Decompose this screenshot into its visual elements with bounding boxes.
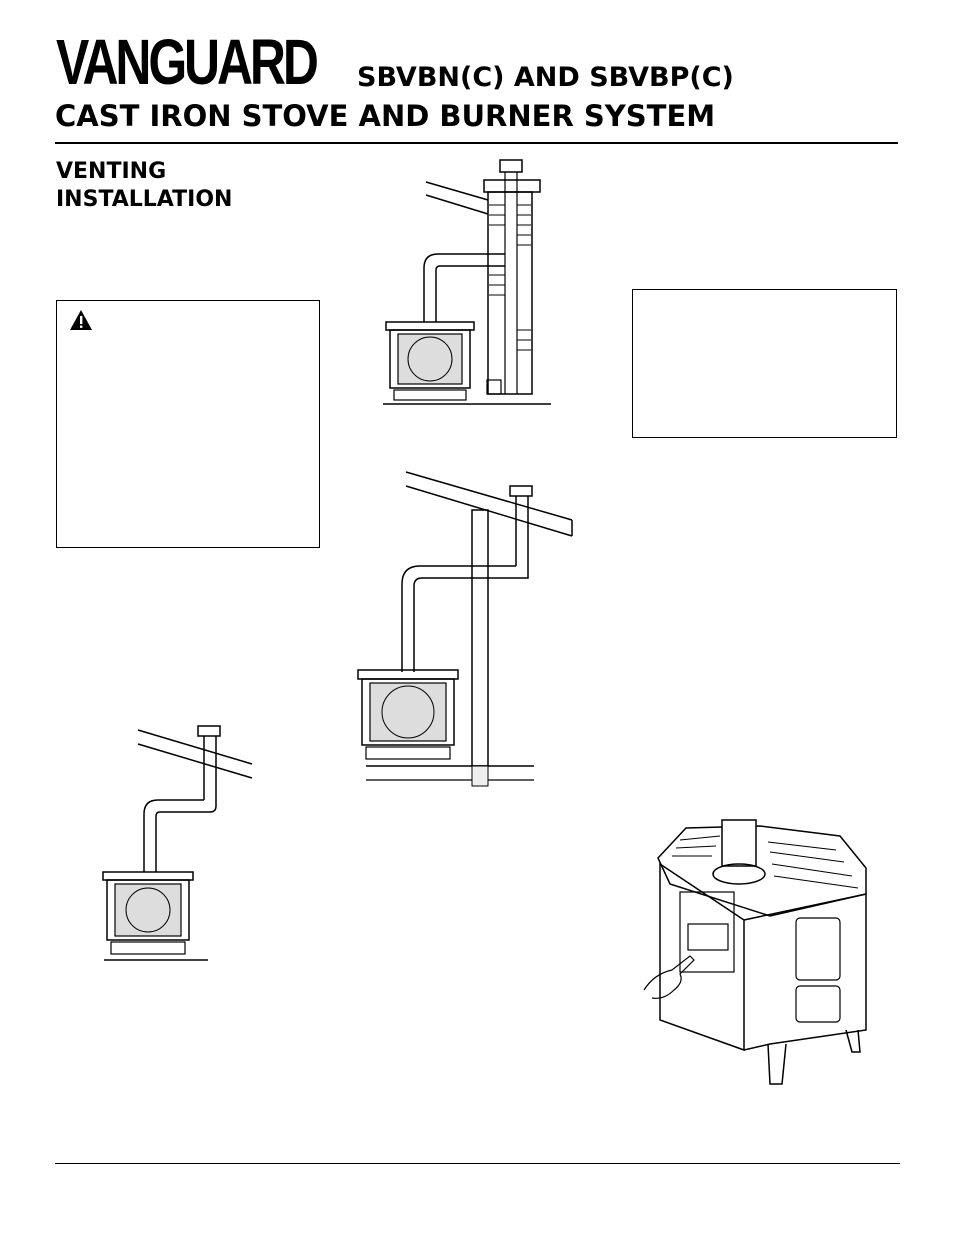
- warning-box: [56, 300, 320, 548]
- section-title-line2: INSTALLATION: [56, 187, 233, 212]
- footer-rule: [55, 1163, 900, 1164]
- product-subtitle: CAST IRON STOVE AND BURNER SYSTEM: [55, 99, 716, 133]
- brand-logo: VANGUARD: [56, 26, 319, 98]
- warning-triangle-icon: [70, 310, 92, 330]
- model-title: SBVBN(C) AND SBVBP(C): [357, 62, 734, 93]
- section-title: VENTING INSTALLATION: [56, 158, 232, 214]
- header-rule: [55, 142, 898, 144]
- section-title-line1: VENTING: [56, 159, 167, 184]
- note-box: [632, 289, 897, 438]
